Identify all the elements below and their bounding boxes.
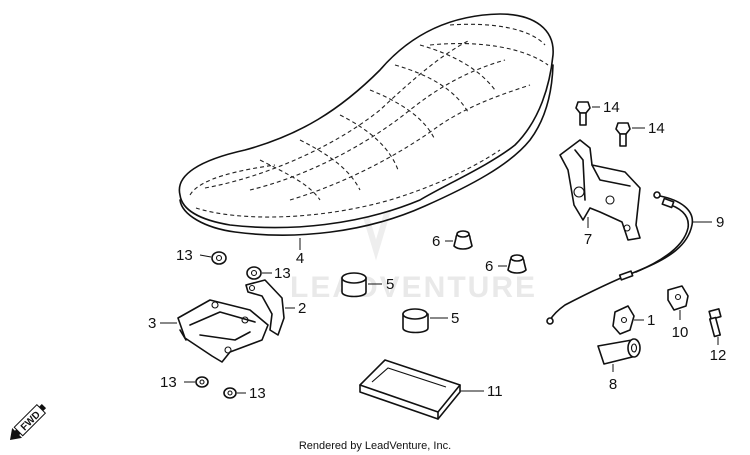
callout-5a: 5 (386, 276, 394, 293)
callout-6b: 6 (485, 258, 493, 275)
callout-1: 1 (647, 312, 655, 329)
callout-6a: 6 (432, 233, 440, 250)
footer-credit: Rendered by LeadVenture, Inc. (299, 440, 451, 452)
watermark: LEADVENTURE (290, 271, 537, 304)
cushion-5-b (402, 308, 429, 334)
screw-12 (708, 308, 722, 338)
callout-10: 10 (672, 324, 689, 341)
callout-9: 9 (716, 214, 724, 231)
callout-8: 8 (609, 376, 617, 393)
cable-clip (612, 305, 635, 335)
callout-2: 2 (298, 300, 306, 317)
owners-manual (359, 359, 461, 420)
callout-13d: 13 (249, 385, 266, 402)
callout-13b: 13 (274, 265, 291, 282)
callout-14b: 14 (648, 120, 665, 137)
seat-hinge (177, 299, 269, 363)
cushion-5-a (341, 272, 367, 298)
callout-13a: 13 (176, 247, 193, 264)
callout-13c: 13 (160, 374, 177, 391)
callout-7: 7 (584, 231, 592, 248)
cushion-6-b (507, 254, 527, 274)
leader-13a (199, 254, 212, 258)
callout-14a: 14 (603, 99, 620, 116)
nut-13-c (195, 376, 209, 388)
callout-5b: 5 (451, 310, 459, 327)
cushion-6-a (453, 230, 473, 250)
nut-13-b (246, 266, 262, 280)
seat-lock (597, 338, 641, 365)
seat-lock-cable (546, 191, 694, 325)
nut-13-d (223, 387, 237, 399)
seat (178, 13, 554, 236)
seat-stay (245, 279, 285, 336)
callout-4: 4 (296, 250, 304, 267)
callout-3: 3 (148, 315, 156, 332)
rear-bracket (559, 139, 641, 241)
clip-10 (667, 285, 689, 311)
bolt-14-lower (615, 122, 631, 147)
callout-12: 12 (710, 347, 727, 364)
nut-13-a (211, 251, 227, 265)
callout-11: 11 (487, 383, 503, 400)
bolt-14-upper (575, 101, 591, 126)
fwd-arrow: FWD (10, 403, 47, 440)
